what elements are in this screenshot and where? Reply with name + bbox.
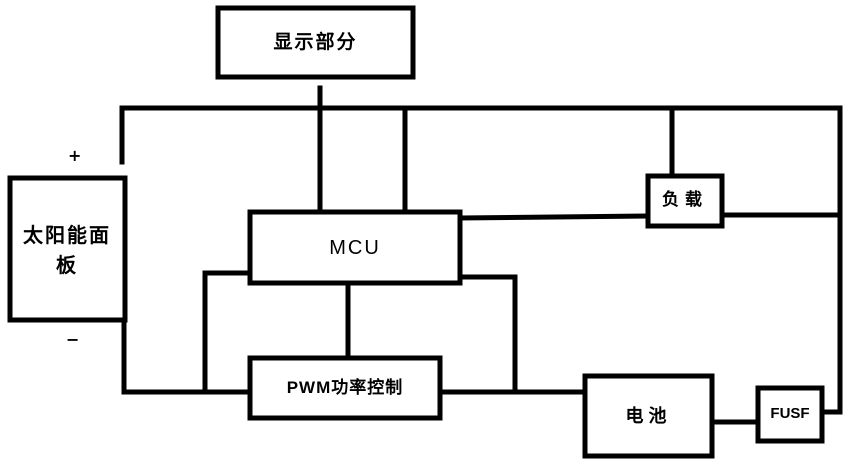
battery-box	[582, 373, 715, 459]
negative-sign: −	[66, 330, 80, 349]
solar-panel-label: 太阳能面板	[23, 223, 111, 277]
fuse-label: FUSF	[770, 405, 810, 423]
pwm-label: PWM功率控制	[286, 378, 404, 398]
load-label: 负载	[662, 190, 708, 211]
solar-panel-box	[7, 175, 128, 323]
wire-top-bus	[119, 105, 843, 415]
display-box	[215, 5, 416, 80]
mcu-label: MCU	[329, 236, 381, 259]
pwm-box	[247, 355, 443, 421]
wire-mcu-left	[202, 270, 253, 395]
wire-mcu-load	[457, 213, 649, 221]
battery-label: 电池	[625, 405, 672, 427]
load-box	[645, 173, 725, 229]
wire-panel-negative	[121, 322, 253, 395]
wires	[119, 85, 843, 425]
display-label: 显示部分	[273, 31, 358, 54]
wire-mcu-right	[457, 274, 518, 395]
mcu-box	[247, 209, 463, 286]
fuse-box	[755, 385, 825, 444]
positive-sign: +	[68, 146, 82, 165]
